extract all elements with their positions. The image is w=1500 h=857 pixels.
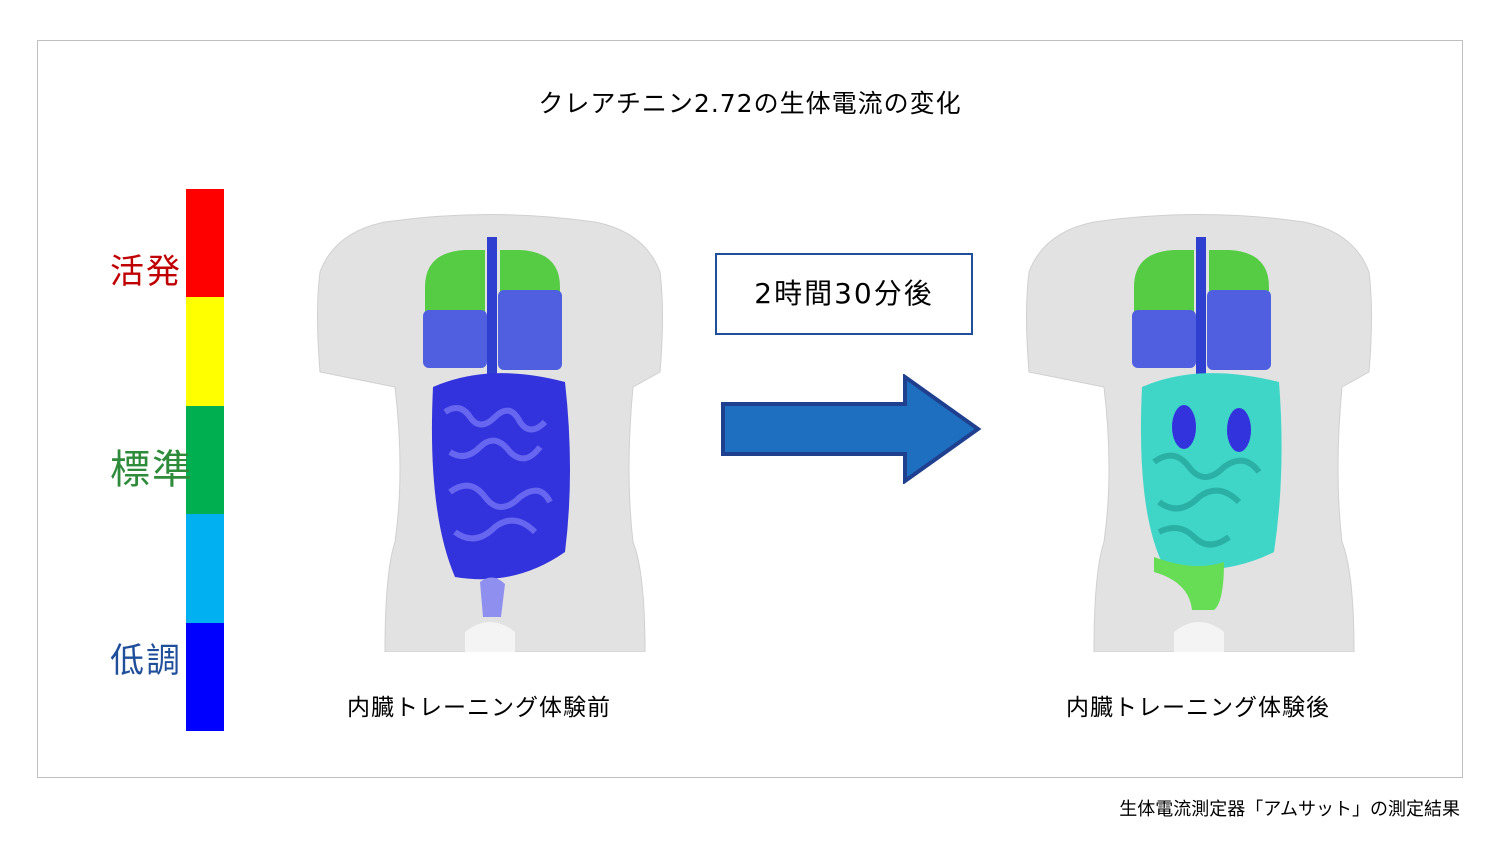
scale-segment-active bbox=[186, 189, 224, 298]
intestines-after bbox=[1140, 373, 1282, 610]
intestines-before bbox=[431, 373, 570, 617]
scale-segment-below-normal bbox=[186, 514, 224, 623]
lungs-before bbox=[423, 237, 562, 377]
elapsed-time-box: 2時間30分後 bbox=[715, 253, 973, 335]
caption-after: 内臓トレーニング体験後 bbox=[1066, 695, 1330, 721]
caption-before: 内臓トレーニング体験前 bbox=[347, 695, 611, 721]
activity-color-scale bbox=[186, 189, 224, 731]
figure-title: クレアチニン2.72の生体電流の変化 bbox=[538, 89, 962, 118]
body-figure-before bbox=[317, 214, 663, 652]
lungs-after bbox=[1132, 237, 1271, 377]
figure-frame bbox=[37, 40, 1463, 778]
body-figure-after bbox=[1026, 214, 1372, 652]
scale-label-low: 低調 bbox=[110, 641, 182, 681]
right-arrow-icon bbox=[721, 374, 982, 484]
footnote: 生体電流測定器「アムサット」の測定結果 bbox=[1119, 799, 1460, 820]
scale-label-normal: 標準 bbox=[110, 447, 194, 493]
scale-segment-normal bbox=[186, 405, 224, 515]
scale-segment-above-normal bbox=[186, 297, 224, 406]
scale-label-active: 活発 bbox=[110, 252, 182, 292]
scale-segment-low bbox=[186, 622, 224, 731]
